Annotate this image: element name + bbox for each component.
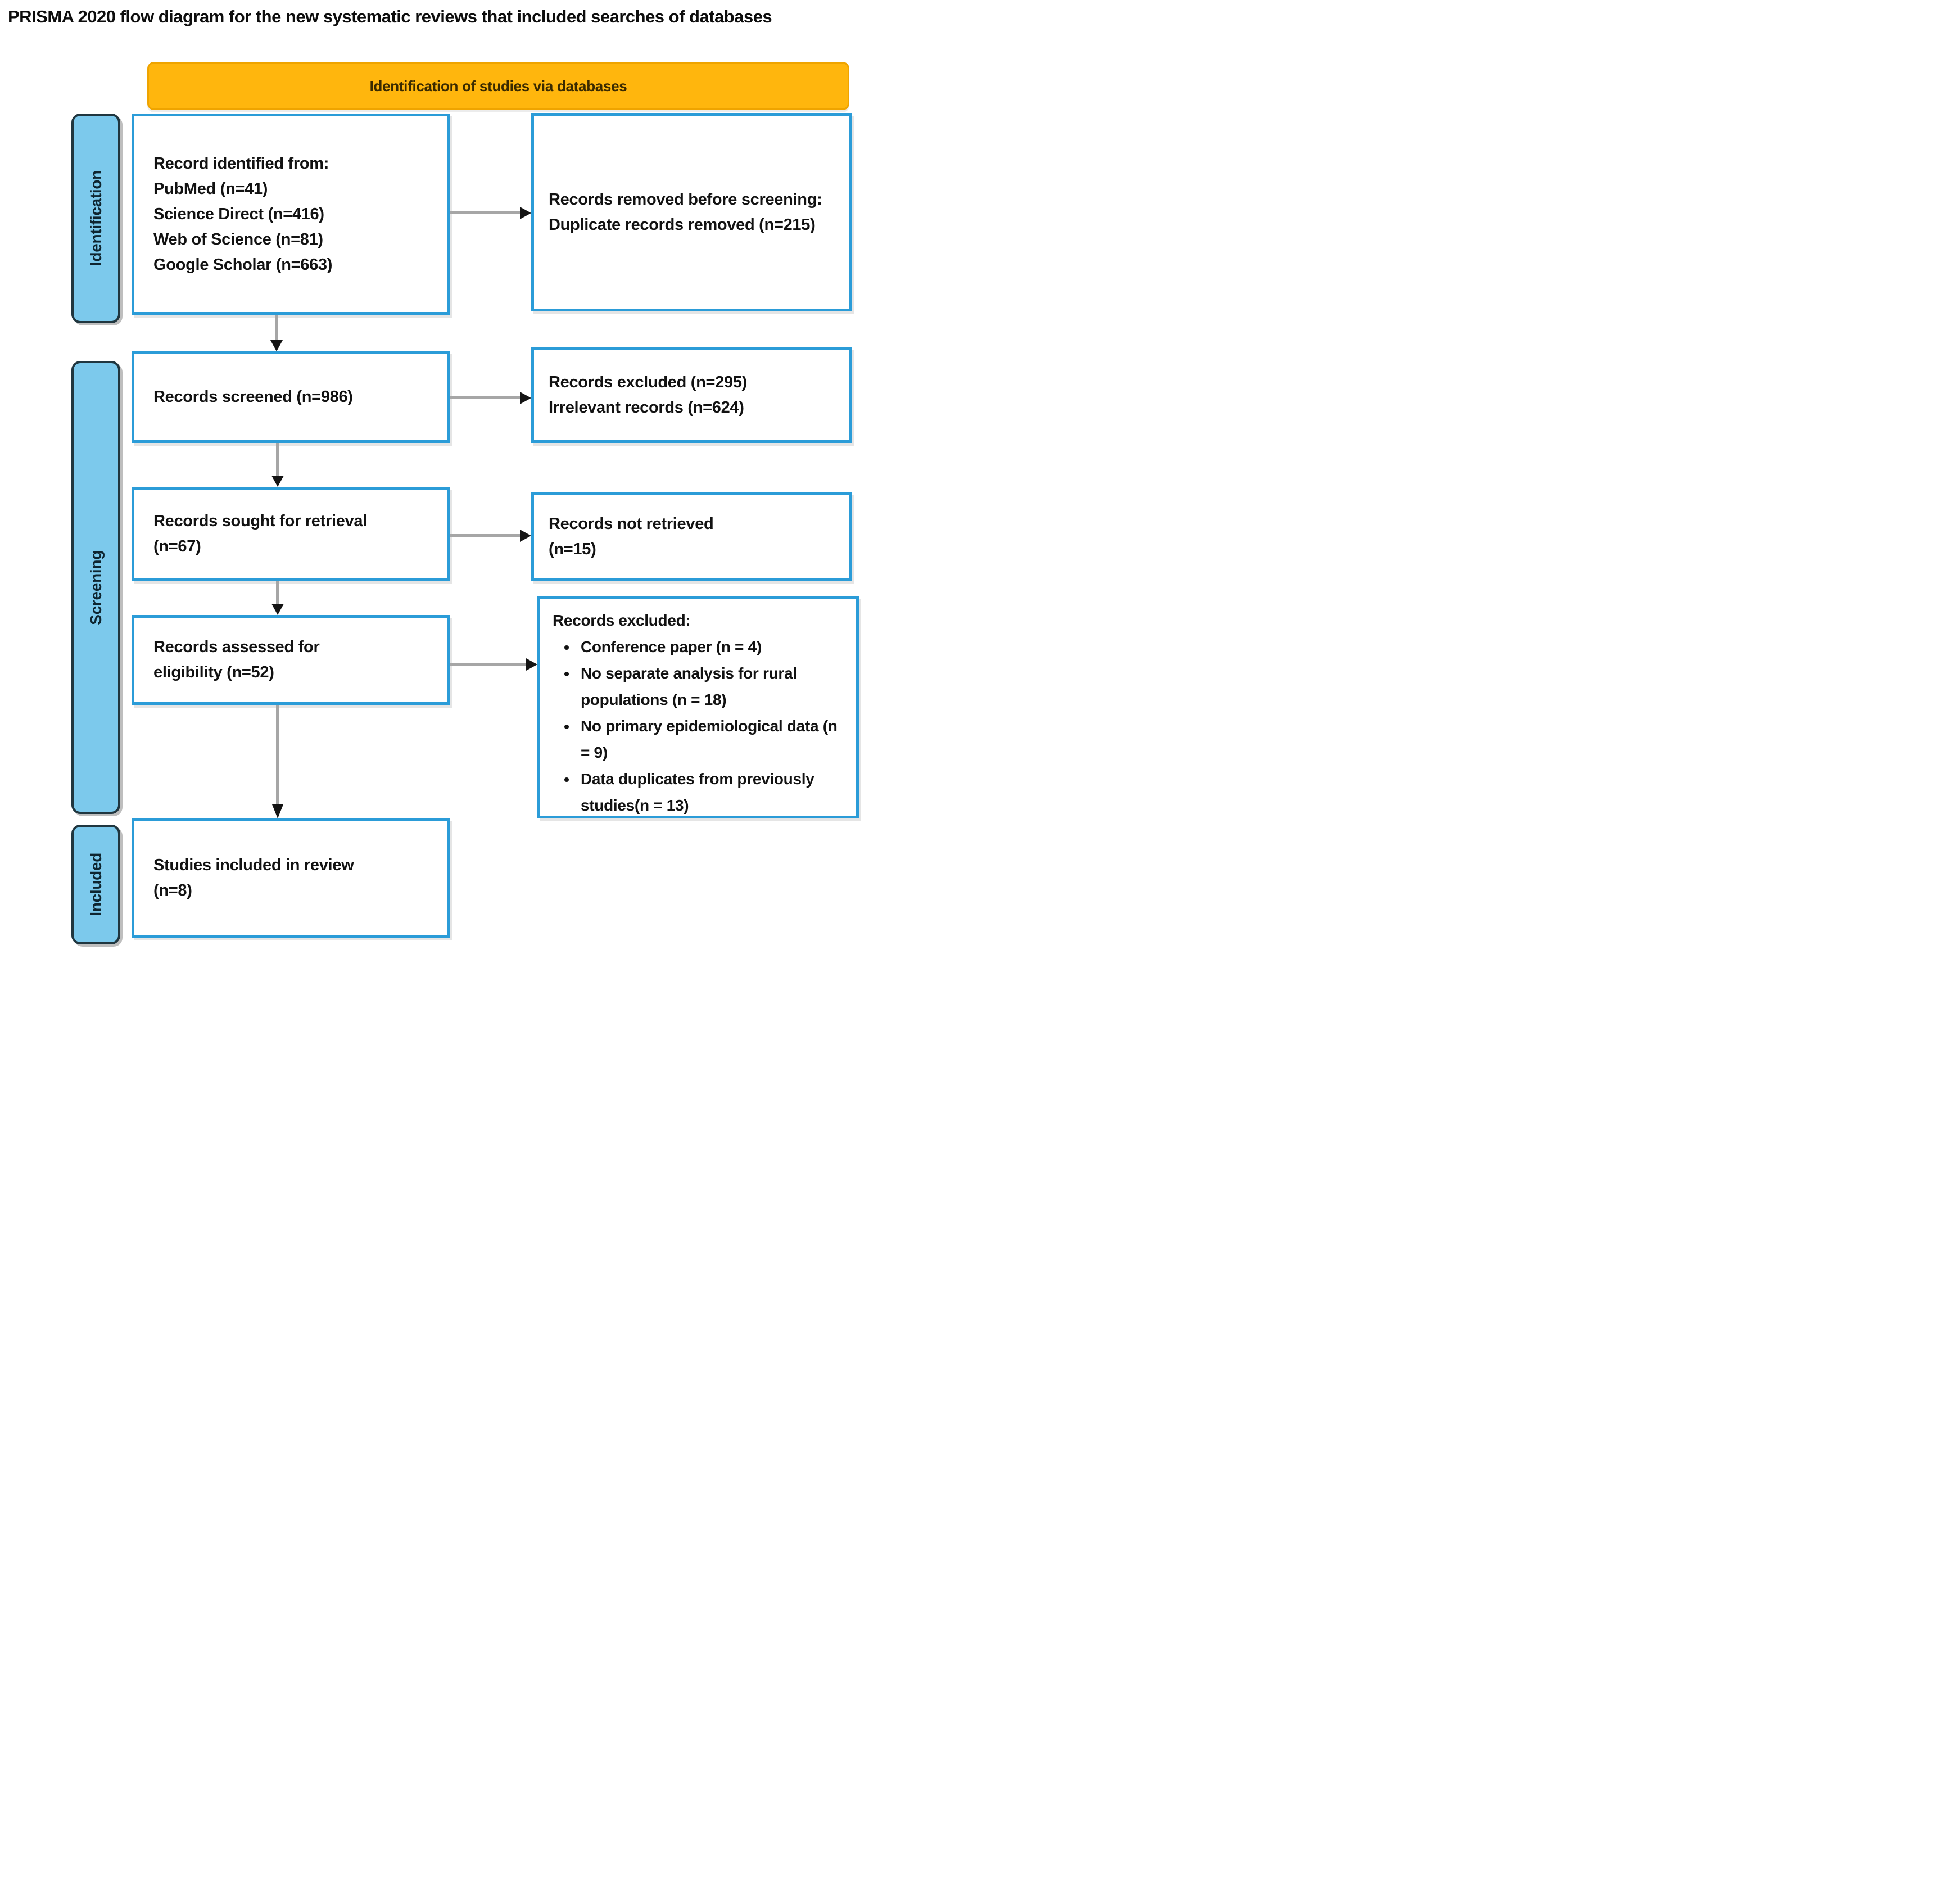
arrow-sought-to-assessed-head [271,604,284,615]
prisma-flow-diagram: PRISMA 2020 flow diagram for the new sys… [0,0,968,952]
box-records-excluded-eligibility: Records excluded: Conference paper (n = … [537,596,859,818]
box-records-screened: Records screened (n=986) [132,351,450,443]
box-line: Records screened (n=986) [153,388,353,406]
stage-included: Included [71,825,120,944]
box-line: eligibility (n=52) [153,663,274,681]
box-line: Irrelevant records (n=624) [549,398,744,417]
arrow-screened-to-sought-head [271,476,284,487]
box-line: Science Direct (n=416) [153,205,324,223]
page-title: PRISMA 2020 flow diagram for the new sys… [8,7,772,26]
arrow-screened-to-excluded-head [520,392,531,404]
arrow-assessed-to-excluded-line [450,663,528,666]
box-line: Records not retrieved [549,514,714,533]
box-line: Studies included in review [153,856,354,874]
arrow-screened-to-sought-line [276,443,279,476]
box-records-identified: Record identified from: PubMed (n=41) Sc… [132,114,450,315]
stage-screening-label: Screening [87,550,105,625]
arrow-sought-to-notretrieved-line [450,534,522,537]
exclusion-reason: Conference paper (n = 4) [577,634,849,660]
box-records-sought: Records sought for retrieval (n=67) [132,487,450,581]
stage-screening: Screening [71,361,120,814]
exclusion-reason: No separate analysis for rural populatio… [577,660,849,713]
box-line: Record identified from: [153,154,329,173]
banner-label: Identification of studies via databases [369,77,627,94]
stage-included-label: Included [87,853,105,916]
stage-identification-label: Identification [87,170,105,266]
arrow-identified-to-screened-head [270,340,283,351]
arrow-assessed-to-included-line [276,705,279,805]
box-line: (n=8) [153,881,192,899]
banner-identification-of-studies: Identification of studies via databases [147,62,849,110]
box-line: PubMed (n=41) [153,179,268,198]
exclusion-reason: Data duplicates from previously studies(… [577,766,849,818]
box-line: Web of Science (n=81) [153,230,323,248]
arrow-sought-to-notretrieved-head [520,530,531,542]
box-line: Records assessed for [153,638,320,656]
box-line: (n=67) [153,537,201,555]
arrow-assessed-to-included-head [272,804,283,818]
box-line: (n=15) [549,540,596,558]
arrow-assessed-to-excluded-head [526,658,537,671]
box-records-excluded-screening: Records excluded (n=295) Irrelevant reco… [531,347,852,443]
arrow-identified-to-removed-line [450,211,522,214]
box-line: Records excluded (n=295) [549,373,748,391]
exclusion-reason: No primary epidemiological data (n = 9) [577,713,849,766]
box-line: Duplicate records removed (n=215) [549,215,816,234]
box-line: Google Scholar (n=663) [153,255,333,274]
stage-identification: Identification [71,114,120,323]
box-line: Records removed before screening: [549,190,822,209]
exclusion-reason-list: Conference paper (n = 4) No separate ana… [553,634,849,818]
box-studies-included: Studies included in review (n=8) [132,818,450,938]
box-records-removed: Records removed before screening: Duplic… [531,113,852,311]
box-line: Records sought for retrieval [153,512,367,530]
box-heading: Records excluded: [553,612,691,629]
arrow-sought-to-assessed-line [276,581,279,604]
arrow-identified-to-screened-line [275,315,278,341]
arrow-identified-to-removed-head [520,207,531,219]
box-records-assessed: Records assessed for eligibility (n=52) [132,615,450,705]
arrow-screened-to-excluded-line [450,396,522,399]
box-records-not-retrieved: Records not retrieved (n=15) [531,492,852,581]
